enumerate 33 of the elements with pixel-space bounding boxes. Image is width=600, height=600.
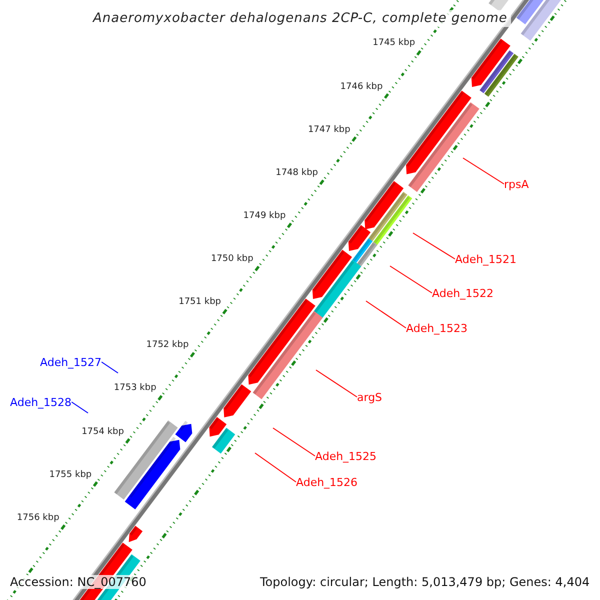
scale-label: 1750 kbp — [210, 254, 254, 264]
scale-label: 1748 kbp — [276, 168, 318, 178]
gene-label: Adeh_1521 — [455, 252, 517, 266]
leader-line — [71, 402, 88, 414]
leader-line — [272, 428, 316, 456]
scale-label: 1749 kbp — [243, 210, 286, 221]
gene-label: Adeh_1527 — [40, 356, 102, 368]
gene-label: Adeh_1522 — [432, 286, 494, 300]
gene-label: argS — [357, 390, 382, 404]
scale-label: 1754 kbp — [82, 426, 124, 437]
leader-line — [412, 232, 456, 260]
leader-line — [390, 266, 432, 294]
scale-label: 1752 kbp — [146, 340, 189, 350]
leader-line — [366, 300, 406, 328]
leader-line — [316, 370, 358, 398]
leader-line — [254, 452, 296, 482]
scale-label: 1756 kbp — [16, 512, 60, 523]
scale-label: 1746 kbp — [340, 82, 383, 92]
scale-label: 1747 kbp — [308, 124, 350, 135]
gene-label: Adeh_1526 — [296, 476, 358, 488]
scale-label: 1745 kbp — [372, 38, 416, 48]
footer-text: Accession: NC_007760 — [8, 575, 148, 589]
leader-line — [462, 158, 504, 184]
title: Anaeromyxobacter dehalogenans 2CP-C, complete genome — [89, 10, 512, 26]
scale-label: 1753 kbp — [114, 383, 156, 394]
gene-label: Adeh_1523 — [406, 322, 468, 334]
gene-label: Adeh_1528 — [10, 396, 72, 408]
gene-label: rpsA — [504, 178, 529, 190]
leader-line — [101, 362, 118, 374]
gene-label: Adeh_1525 — [315, 450, 377, 462]
scale-label: 1755 kbp — [49, 470, 92, 480]
footer-text: Topology: circular; Length: 5,013,479 bp; Genes: 4,404 — [258, 575, 592, 589]
scale-label: 1751 kbp — [178, 297, 221, 308]
